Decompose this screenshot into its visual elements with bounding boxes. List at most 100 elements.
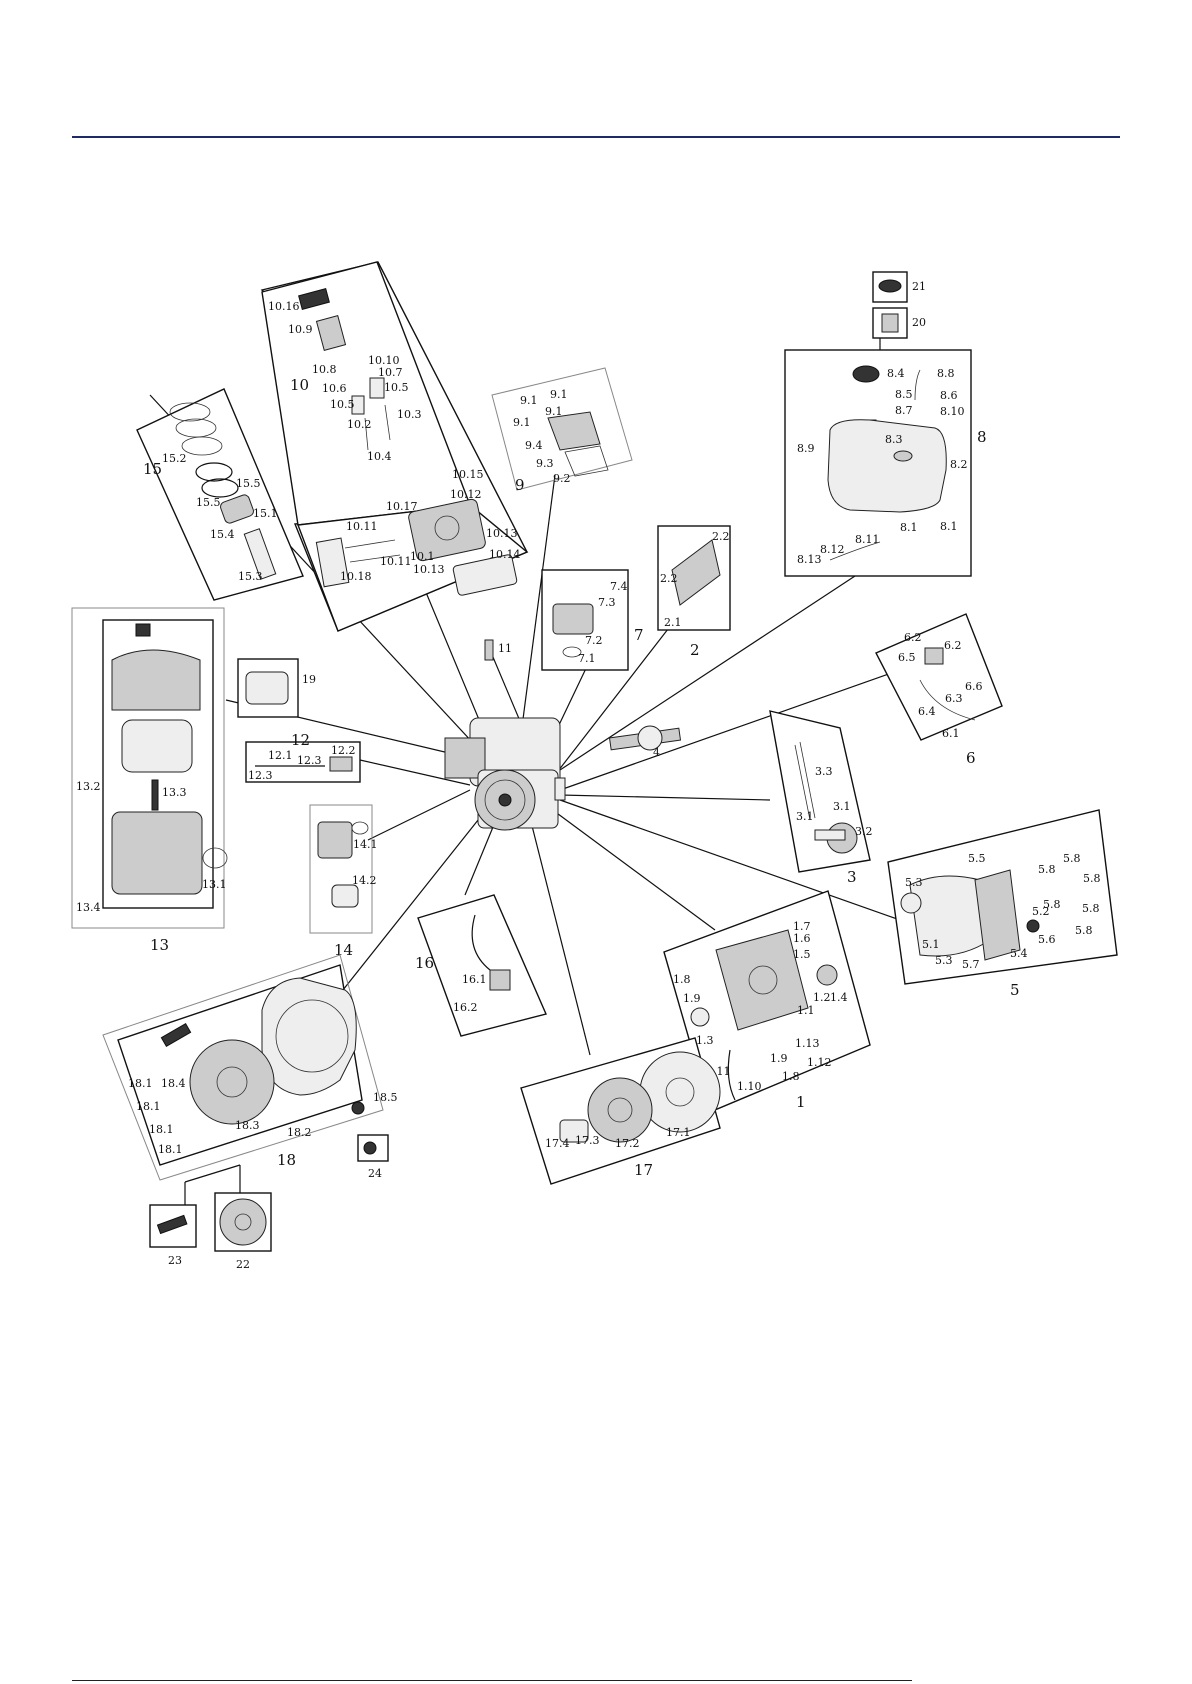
label-6-3: 6.3 [945,692,963,705]
engine-recoil-inner [484,779,526,821]
part-7-2 [552,603,594,635]
pushrod-10-11b [349,554,401,563]
label-6-6: 6.6 [965,680,983,693]
recoil-starter-18-3 [189,1039,275,1125]
label-12-1: 12.1 [268,749,293,762]
label-9-1c: 9.1 [513,416,531,429]
label-7-3: 7.3 [598,596,616,609]
cylinder-head-10-1 [408,498,486,562]
label-13: 13 [150,936,169,954]
part-group-20: 20 [872,307,926,339]
label-23: 23 [168,1254,182,1267]
label-21: 21 [912,280,926,293]
label-10-8: 10.8 [312,363,337,376]
label-8-3: 8.3 [885,433,903,446]
valve-10-3 [384,404,391,441]
label-10-5a: 10.5 [384,381,409,394]
leader-2 [554,619,676,776]
ignition-wire [471,914,491,971]
cup-17-4 [559,1119,589,1143]
pushrod-3-3a [794,744,811,821]
label-8-6: 8.6 [940,389,958,402]
label-4: 4 [653,746,660,759]
recoil-22-hub [234,1213,252,1231]
part-group-16: 16 16.1 16.2 [415,894,547,1037]
label-18-4: 18.4 [161,1077,186,1090]
plug-5-6 [1026,919,1040,933]
label-5-8b: 5.8 [1063,852,1081,865]
frame-3 [769,710,871,873]
air-cleaner-cover [111,649,201,711]
ignition-coil-16-1 [489,969,511,991]
fuel-cap-21 [878,279,902,293]
frame-15 [136,388,304,601]
stud-13-3 [151,779,159,811]
leader-12 [359,759,471,786]
label-6-2b: 6.2 [944,639,962,652]
part-group-9: 9 9.1 9.1 9.1 9.1 9.4 9.3 9.2 [491,367,633,494]
wing-nut [135,623,151,637]
label-18-5: 18.5 [373,1091,398,1104]
part-group-2: 2 2.2 2.2 2.1 [657,525,731,659]
label-16-1: 16.1 [462,973,487,986]
label-10-12: 10.12 [450,488,482,501]
label-16-2: 16.2 [453,1001,478,1014]
label-5-5: 5.5 [968,852,986,865]
frame-12 [245,741,361,783]
label-10-10: 10.10 [368,354,400,367]
leader-3 [559,794,771,801]
label-17-4: 17.4 [545,1137,570,1150]
spark-plug-11 [484,639,494,661]
label-8-9: 8.9 [797,442,815,455]
label-6-4: 6.4 [918,705,936,718]
label-10-17: 10.17 [386,500,418,513]
label-18-1b: 18.1 [136,1100,161,1113]
label-14-1: 14.1 [353,838,378,851]
fan-hub [607,1097,633,1123]
label-1-5: 1.5 [793,948,811,961]
piston-15-1 [220,494,254,524]
label-16: 16 [415,954,434,972]
part-group-18: 18 18.1 18.1 18.1 18.1 18.2 18.3 18.4 18… [102,954,398,1181]
label-11: 11 [498,642,512,655]
label-18-2: 18.2 [287,1126,312,1139]
label-3-1b: 3.1 [833,800,851,813]
label-17-3: 17.3 [575,1134,600,1147]
label-8-2: 8.2 [950,458,968,471]
engine-assembly [444,717,566,831]
frame-13 [71,607,225,929]
con-rod-15-3 [243,528,277,580]
handle-23 [156,1214,188,1235]
governor-gear-1-4 [816,964,838,986]
label-5-3a: 5.3 [905,876,923,889]
frame-9 [491,367,633,491]
label-7-4: 7.4 [610,580,628,593]
label-3-3: 3.3 [815,765,833,778]
label-18-1d: 18.1 [158,1143,183,1156]
label-12-3a: 12.3 [248,769,273,782]
label-6-1: 6.1 [942,727,960,740]
air-filter-19 [245,671,289,705]
label-17-2: 17.2 [615,1137,640,1150]
carburetor-14-1 [317,821,353,859]
label-13-4: 13.4 [76,901,101,914]
crankcase-body [715,929,809,1031]
fuel-hose-8-12 [829,541,881,561]
label-10-13b: 10.13 [413,563,445,576]
label-8-8: 8.8 [937,367,955,380]
oil-seal-1-3 [690,1007,710,1027]
label-15-5b: 15.5 [196,496,221,509]
label-22: 22 [236,1258,250,1271]
label-9-1a: 9.1 [520,394,538,407]
flywheel-hub [665,1077,695,1107]
label-5-8e: 5.8 [1082,902,1100,915]
part-group-17: 17 17.1 17.2 17.3 17.4 [520,1037,721,1185]
label-3-1a: 3.1 [796,810,814,823]
gasket-13-1 [202,847,228,869]
frame-14 [309,804,373,934]
label-2-2b: 2.2 [660,572,678,585]
camshaft-3 [814,829,846,841]
label-12-2: 12.2 [331,744,356,757]
label-10-9: 10.9 [288,323,313,336]
label-6-5: 6.5 [898,651,916,664]
